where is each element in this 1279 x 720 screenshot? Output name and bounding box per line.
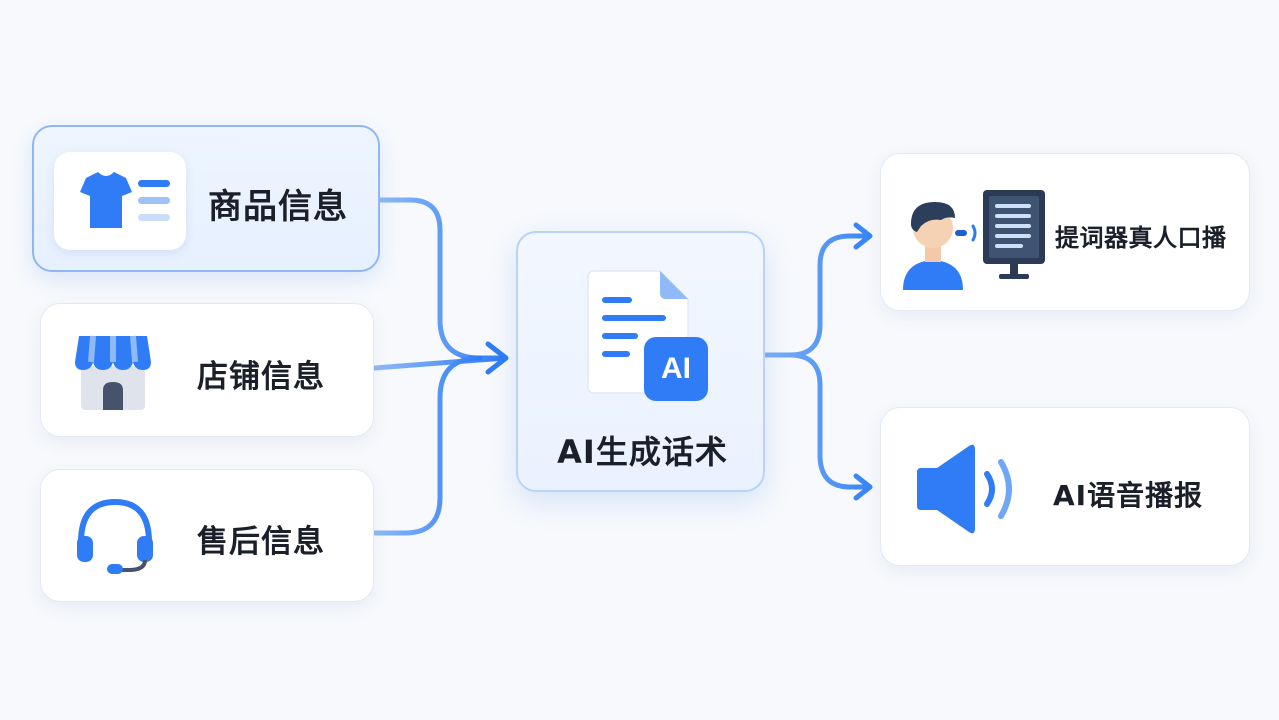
input-label-product: 商品信息 [208, 187, 348, 227]
input-label-store: 店铺信息 [197, 359, 325, 395]
input-card-product: 商品信息 [32, 125, 380, 272]
arrow-center-to-voice [762, 352, 871, 490]
arrow-store-to-center [372, 355, 508, 371]
input-card-store: 店铺信息 [40, 303, 374, 437]
center-card-ai-script: AI AI生成话术 [516, 231, 765, 492]
input-label-aftersale: 售后信息 [197, 524, 325, 560]
arrow-product-to-center [377, 197, 508, 361]
ai-badge-text: AI [661, 352, 691, 385]
headset-icon [73, 496, 157, 578]
center-label: AI生成话术 [557, 433, 728, 471]
output-card-voice: AI语音播报 [880, 407, 1250, 566]
arrow-center-to-teleprompter [762, 233, 871, 358]
arrowhead-teleprompter [853, 222, 873, 250]
arrow-aftersale-to-center [372, 355, 483, 536]
output-card-teleprompter: 提词器真人口播 [880, 153, 1250, 311]
ai-document-icon: AI [582, 269, 712, 407]
output-label-voice: AI语音播报 [1053, 479, 1204, 512]
speaker-icon [913, 442, 1025, 536]
arrowhead-voice [853, 473, 873, 501]
arrowhead-center [485, 341, 509, 375]
output-label-teleprompter: 提词器真人口播 [1055, 224, 1227, 252]
storefront-icon [71, 332, 155, 414]
input-card-aftersale: 售后信息 [40, 469, 374, 602]
tshirt-icon [54, 152, 186, 250]
presenter-teleprompter-icon [899, 188, 1049, 292]
